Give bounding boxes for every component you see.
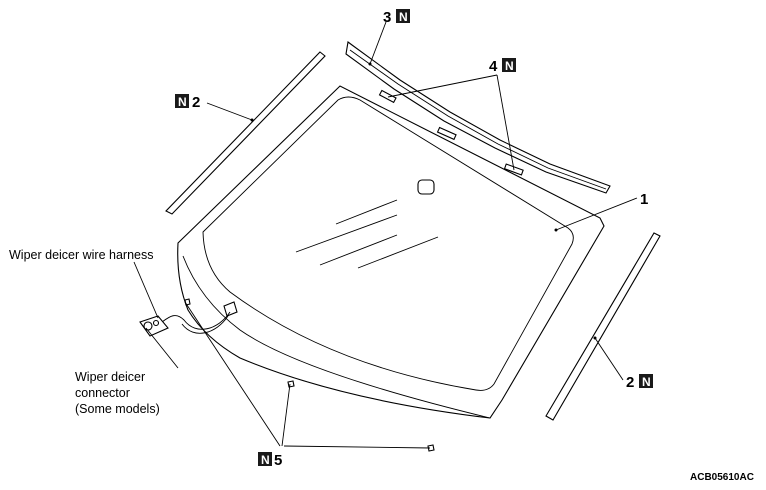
leader-lines	[133, 21, 638, 449]
new-part-mark-text: N	[399, 10, 408, 24]
new-part-mark-icon	[502, 58, 516, 72]
callout-4: 4 N	[489, 58, 516, 75]
side-molding-left	[165, 51, 326, 215]
new-part-mark-icon	[258, 452, 272, 466]
new-part-mark-text: N	[505, 59, 514, 73]
callout-2-lower: 2 N	[626, 374, 653, 391]
callout-number: 2	[626, 374, 634, 391]
new-part-mark-icon	[639, 374, 653, 388]
callout-5: N 5	[258, 452, 282, 469]
wire-harness-label: Wiper deicer wire harness	[9, 248, 154, 262]
wiper-deicer-connector	[139, 315, 169, 337]
new-part-mark-text: N	[261, 453, 270, 467]
callout-3: 3 N	[383, 9, 410, 26]
new-part-mark-icon	[396, 9, 410, 23]
callout-number: 4	[489, 58, 498, 75]
callout-number: 2	[192, 94, 200, 111]
new-part-mark-text: N	[642, 375, 651, 389]
side-molding-right	[545, 232, 661, 421]
connector-label-line3: (Some models)	[75, 402, 160, 416]
callout-number: 3	[383, 9, 391, 26]
callout-1: 1	[640, 191, 648, 208]
connector-label-line2: connector	[75, 386, 130, 400]
new-part-mark-text: N	[178, 95, 187, 109]
windshield-glass	[177, 85, 605, 419]
callout-number: 5	[274, 452, 282, 469]
new-part-mark-icon	[175, 94, 189, 108]
figure-code: ACB05610AC	[690, 472, 754, 483]
callout-2-upper: N 2	[175, 94, 200, 111]
connector-label-line1: Wiper deicer	[75, 370, 145, 384]
